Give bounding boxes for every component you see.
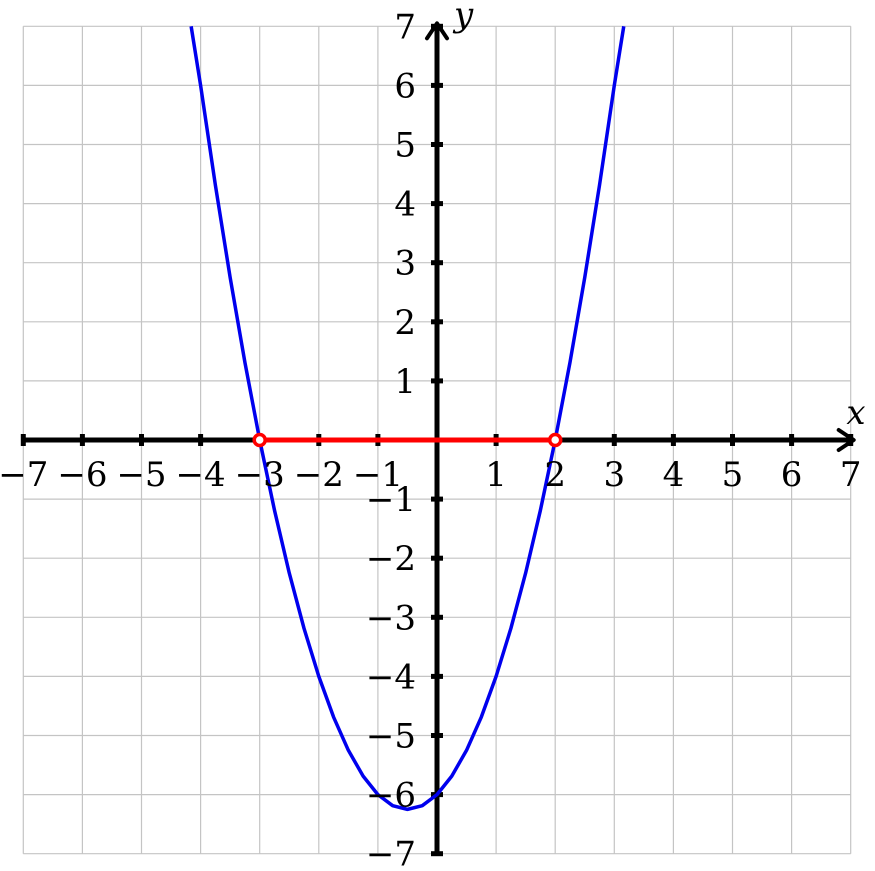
y-tick-label: 3 [394,244,416,284]
x-tick-label: −1 [353,455,403,495]
y-tick-label: 1 [394,362,416,402]
x-tick-label: −4 [176,455,226,495]
y-tick-label: −6 [366,776,416,816]
root-marker [547,432,563,448]
y-tick-label: −2 [366,539,416,579]
x-tick-label: −7 [0,455,48,495]
y-tick-label: 7 [394,7,416,47]
x-tick-label: −2 [294,455,344,495]
y-tick-label: 5 [394,126,416,166]
y-tick-label: 4 [394,185,416,225]
x-axis-arrow [836,428,856,452]
x-tick-label: 5 [722,455,744,495]
x-tick-label: 2 [544,455,566,495]
x-tick-label: −6 [57,455,107,495]
y-tick-label: −1 [366,480,416,520]
y-tick-label: −4 [366,657,416,697]
x-tick-label: −5 [116,455,166,495]
x-tick-label: 1 [485,455,507,495]
y-tick-label: −5 [366,717,416,757]
y-tick-label: −7 [366,835,416,871]
y-tick-label: −3 [366,598,416,638]
y-axis-arrow [425,21,449,41]
y-tick-label: 6 [394,66,416,106]
series-layer [189,26,626,812]
y-tick-label: 2 [394,303,416,343]
y-axis-title: y [452,0,474,35]
x-tick-label: 3 [603,455,625,495]
x-tick-label: 4 [663,455,685,495]
x-tick-label: 6 [781,455,803,495]
x-axis-title: x [846,393,865,433]
x-tick-label: 7 [840,455,862,495]
root-marker [252,432,267,448]
x-tick-label: −3 [235,455,285,495]
